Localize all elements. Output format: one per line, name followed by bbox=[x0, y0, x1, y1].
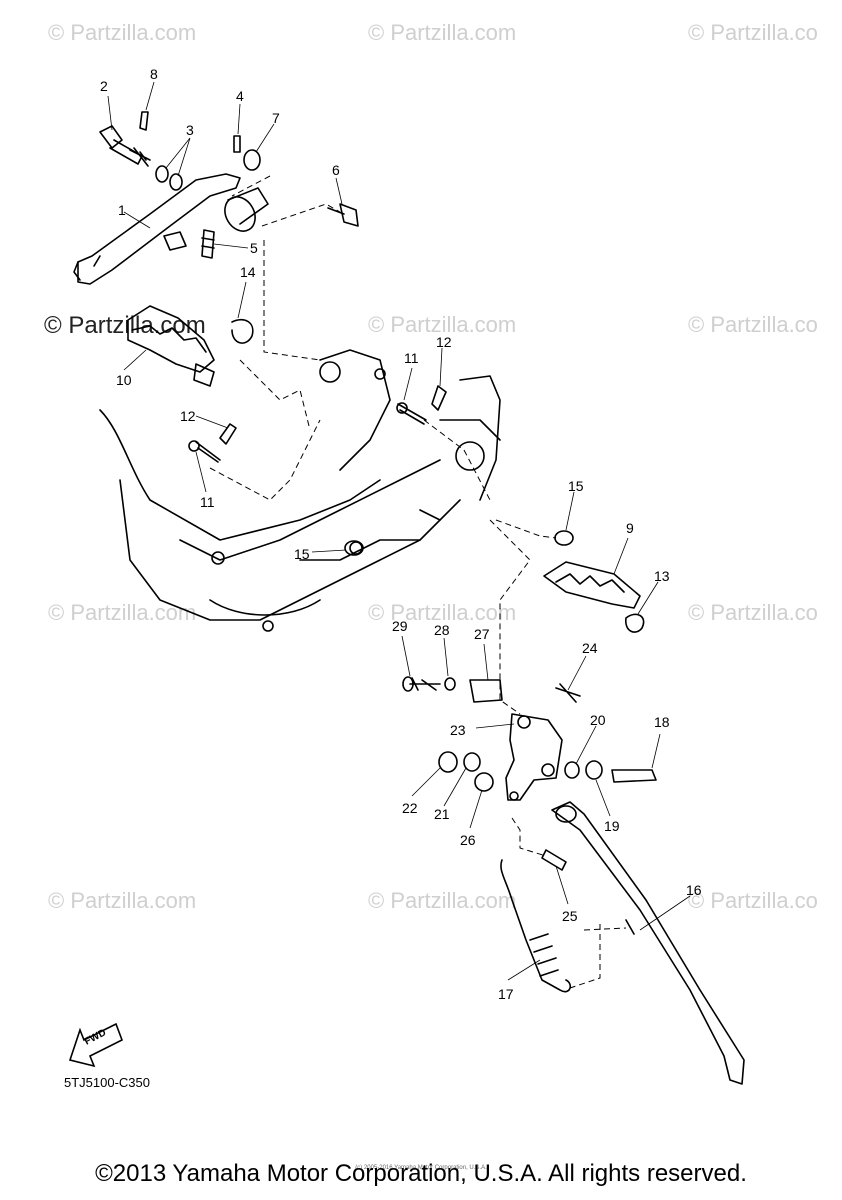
callout-19: 19 bbox=[604, 818, 620, 834]
tiny-copyright: (c) 2005-2016 Yamaha Motor Corporation, … bbox=[355, 1165, 487, 1171]
watermark: © Partzilla.co bbox=[688, 312, 818, 337]
callout-17: 17 bbox=[498, 986, 514, 1002]
callout-3: 3 bbox=[186, 122, 194, 138]
watermark: © Partzilla.com bbox=[368, 312, 517, 337]
callout-2: 2 bbox=[100, 78, 108, 94]
diagram-code: 5TJ5100-C350 bbox=[64, 1075, 150, 1090]
callout-20: 20 bbox=[590, 712, 606, 728]
watermark: © Partzilla.co bbox=[688, 20, 818, 45]
frame bbox=[99, 349, 501, 632]
callout-8: 8 bbox=[150, 66, 158, 82]
callout-28: 28 bbox=[434, 622, 450, 638]
callout-18: 18 bbox=[654, 714, 670, 730]
callout-26: 26 bbox=[460, 832, 476, 848]
watermark: © Partzilla.co bbox=[688, 888, 818, 913]
watermark: © Partzilla.com bbox=[368, 888, 517, 913]
callout-14: 14 bbox=[240, 264, 256, 280]
pivot-bolt bbox=[99, 125, 151, 167]
watermark: © Partzilla.co bbox=[688, 600, 818, 625]
callout-22: 22 bbox=[402, 800, 418, 816]
callout-25: 25 bbox=[562, 908, 578, 924]
brake-pedal bbox=[73, 173, 269, 285]
callout-12b: 12 bbox=[180, 408, 196, 424]
footrest-left bbox=[127, 305, 215, 387]
callout-16: 16 bbox=[686, 882, 702, 898]
side-stand bbox=[551, 801, 745, 1085]
watermark: © Partzilla.com bbox=[368, 600, 517, 625]
watermark: © Partzilla.com bbox=[48, 888, 197, 913]
callout-13: 13 bbox=[654, 568, 670, 584]
copyright: ©2013 Yamaha Motor Corporation, U.S.A. A… bbox=[95, 1160, 747, 1187]
callout-23: 23 bbox=[450, 722, 466, 738]
callout-21: 21 bbox=[434, 806, 450, 822]
callout-15: 15 bbox=[568, 478, 584, 494]
watermark: © Partzilla.com bbox=[368, 20, 517, 45]
callout-29: 29 bbox=[392, 618, 408, 634]
callout-5: 5 bbox=[250, 240, 258, 256]
watermark: © Partzilla.com bbox=[48, 20, 197, 45]
callout-10: 10 bbox=[116, 372, 132, 388]
callout-11b: 11 bbox=[200, 494, 215, 510]
callout-1: 1 bbox=[118, 202, 126, 218]
callout-6: 6 bbox=[332, 162, 340, 178]
callout-7: 7 bbox=[272, 110, 280, 126]
callout-15b: 15 bbox=[294, 546, 310, 562]
callout-12: 12 bbox=[436, 334, 452, 350]
footrest-right bbox=[543, 561, 641, 609]
callout-27: 27 bbox=[474, 626, 490, 642]
callout-24: 24 bbox=[582, 640, 598, 656]
fwd-arrow-icon bbox=[68, 1022, 124, 1068]
callout-11: 11 bbox=[404, 350, 419, 366]
callout-4: 4 bbox=[236, 88, 244, 104]
callout-9: 9 bbox=[626, 520, 634, 536]
